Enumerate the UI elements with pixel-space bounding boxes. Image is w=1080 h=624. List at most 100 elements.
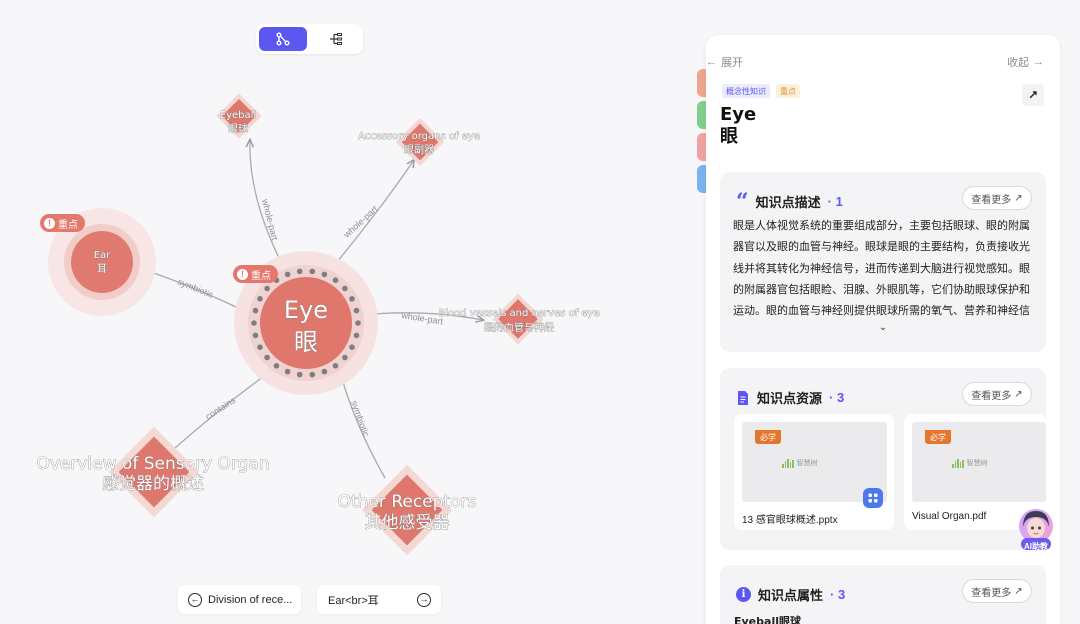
side-tab-3[interactable] bbox=[697, 133, 707, 161]
ai-avatar-icon bbox=[1019, 509, 1053, 550]
attribute-item: Eyeball眼球 bbox=[734, 615, 801, 624]
resources-more-button[interactable]: 查看更多 ↗ bbox=[962, 382, 1032, 406]
svg-text:Eye: Eye bbox=[284, 296, 328, 324]
chevron-down-icon[interactable]: ⌄ bbox=[878, 322, 888, 333]
graph-node-eyeball[interactable]: Eyeball 眼球 bbox=[216, 93, 262, 139]
required-tag: 必学 bbox=[925, 430, 951, 444]
ring-dot bbox=[296, 371, 303, 378]
key-badge-ear: ! 重点 bbox=[40, 214, 85, 232]
brand-logo: 智慧树 bbox=[782, 458, 818, 468]
document-icon bbox=[738, 390, 748, 405]
edge-label-accessory: whole-part bbox=[341, 204, 380, 241]
ring-dot bbox=[342, 285, 348, 292]
arrow-left-icon: ← bbox=[706, 56, 717, 68]
svg-text:其他感受器: 其他感受器 bbox=[365, 513, 450, 533]
side-tab-2[interactable] bbox=[697, 101, 707, 129]
description-card: “ 知识点描述 · 1 查看更多 ↗ 眼是人体视觉系统的重要组成部分，主要包括眼… bbox=[720, 172, 1046, 352]
next-node-label: Ear<br>耳 bbox=[328, 594, 379, 607]
collapse-label: 收起 bbox=[1007, 57, 1029, 69]
attributes-heading: i 知识点属性 · 3 bbox=[736, 585, 845, 604]
ring-dot bbox=[252, 307, 259, 314]
ring-dot bbox=[252, 332, 259, 339]
more-label: 查看更多 bbox=[971, 587, 1012, 599]
svg-text:眼: 眼 bbox=[294, 328, 318, 356]
description-more-button[interactable]: 查看更多 ↗ bbox=[962, 186, 1032, 210]
ring-dot bbox=[273, 363, 280, 369]
svg-text:Overview of Sensory Organ: Overview of Sensory Organ bbox=[36, 454, 269, 474]
ring-dot bbox=[349, 296, 355, 302]
svg-text:眼的血管与神经: 眼的血管与神经 bbox=[484, 321, 554, 334]
ai-assistant-button[interactable]: AI助教 bbox=[1017, 505, 1055, 555]
edge-label-overview: contains bbox=[204, 395, 238, 422]
graph-icon bbox=[276, 32, 290, 46]
ring-dot bbox=[251, 320, 257, 326]
resources-count: · 3 bbox=[829, 390, 845, 405]
side-tab-1[interactable] bbox=[697, 69, 707, 97]
knowledge-detail-panel: ← 展开 收起 → 概念性知识 重点 ↗ Eye 眼 “ 知识点描述 · 1 查… bbox=[706, 35, 1060, 624]
arrow-up-right-icon: ↗ bbox=[1014, 388, 1023, 400]
attributes-count: · 3 bbox=[830, 587, 846, 602]
ring-dot bbox=[284, 368, 291, 375]
key-badge-label: 重点 bbox=[58, 219, 78, 231]
ring-dot bbox=[353, 332, 360, 339]
ring-dot bbox=[355, 320, 361, 326]
graph-node-overview[interactable]: Overview of Sensory Organ 感觉器的概述 bbox=[36, 426, 270, 518]
svg-text:Blood vessels and nerves of ey: Blood vessels and nerves of eye bbox=[438, 308, 599, 319]
arrow-up-right-icon: ↗ bbox=[1014, 192, 1023, 204]
edge-label-ear: symbiotic bbox=[176, 277, 215, 301]
ring-dot bbox=[349, 344, 355, 351]
collapse-button[interactable]: 收起 → bbox=[1007, 54, 1044, 70]
tree-icon bbox=[330, 33, 342, 45]
ring-dot bbox=[342, 354, 348, 361]
side-tab-4[interactable] bbox=[697, 165, 707, 193]
ring-dot bbox=[284, 271, 291, 278]
graph-node-vessels[interactable]: Blood vessels and nerves of eye 眼的血管与神经 bbox=[438, 293, 600, 345]
key-badge-eye: ! 重点 bbox=[233, 265, 278, 283]
attributes-more-button[interactable]: 查看更多 ↗ bbox=[962, 579, 1032, 603]
description-heading: “ 知识点描述 · 1 bbox=[736, 188, 843, 215]
resources-heading-label: 知识点资源 bbox=[757, 391, 823, 406]
edge-eyeball bbox=[250, 140, 283, 265]
graph-node-other[interactable]: Other Receptors 其他感受器 bbox=[337, 464, 477, 556]
svg-text:Other Receptors: Other Receptors bbox=[338, 492, 477, 512]
next-node-button[interactable]: Ear<br>耳 → bbox=[317, 585, 441, 614]
arrow-right-icon: → bbox=[1033, 56, 1044, 68]
description-count: · 1 bbox=[827, 194, 843, 209]
attributes-heading-label: 知识点属性 bbox=[758, 588, 824, 603]
resources-heading: 知识点资源 · 3 bbox=[736, 388, 844, 407]
tag-key: 重点 bbox=[776, 84, 800, 98]
graph-view-button[interactable] bbox=[259, 27, 307, 51]
resource-name: 13 感官眼球概述.pptx bbox=[742, 515, 838, 526]
tree-view-button[interactable] bbox=[312, 27, 360, 51]
brand-logo: 智慧树 bbox=[952, 458, 988, 468]
ai-assistant-label: AI助教 bbox=[1024, 542, 1048, 551]
quote-icon: “ bbox=[736, 188, 749, 215]
graph-node-ear[interactable]: Ear 耳 bbox=[71, 231, 133, 293]
arrow-up-right-icon: ↗ bbox=[1014, 585, 1023, 597]
apps-grid-icon bbox=[863, 488, 883, 508]
ring-dot bbox=[321, 271, 328, 278]
ring-dot bbox=[264, 285, 270, 292]
resources-card: 知识点资源 · 3 查看更多 ↗ 必学 智慧树 13 感官眼球概述.pptx bbox=[720, 368, 1046, 550]
open-external-button[interactable]: ↗ bbox=[1022, 84, 1044, 106]
expand-button[interactable]: ← 展开 bbox=[706, 54, 743, 70]
graph-node-eye[interactable]: Eye 眼 bbox=[260, 277, 352, 369]
resource-thumbnail: 必学 智慧树 bbox=[742, 422, 887, 508]
resource-item[interactable]: 必学 智慧树 Visual Organ.pdf bbox=[904, 414, 1046, 530]
exclamation-icon: ! bbox=[237, 268, 248, 280]
ring-dot bbox=[332, 363, 339, 369]
resource-thumbnail: 必学 智慧树 bbox=[912, 422, 1046, 502]
svg-text:眼球: 眼球 bbox=[228, 122, 248, 135]
center-node-dot-ring bbox=[251, 268, 361, 378]
required-tag: 必学 bbox=[755, 430, 781, 444]
description-heading-label: 知识点描述 bbox=[755, 195, 821, 210]
svg-text:眼副器: 眼副器 bbox=[404, 144, 434, 156]
ring-dot bbox=[321, 368, 328, 375]
knowledge-graph: whole-part whole-part symbiotic whole-pa… bbox=[36, 93, 600, 556]
more-label: 查看更多 bbox=[971, 194, 1012, 206]
arrow-right-icon: → bbox=[417, 592, 431, 607]
ring-dot bbox=[309, 268, 316, 275]
previous-node-button[interactable]: ← Division of rece... bbox=[178, 585, 301, 614]
graph-node-accessory[interactable]: Accessory organs of eye 眼副器 bbox=[358, 117, 480, 167]
resource-item[interactable]: 必学 智慧树 13 感官眼球概述.pptx bbox=[734, 414, 894, 530]
